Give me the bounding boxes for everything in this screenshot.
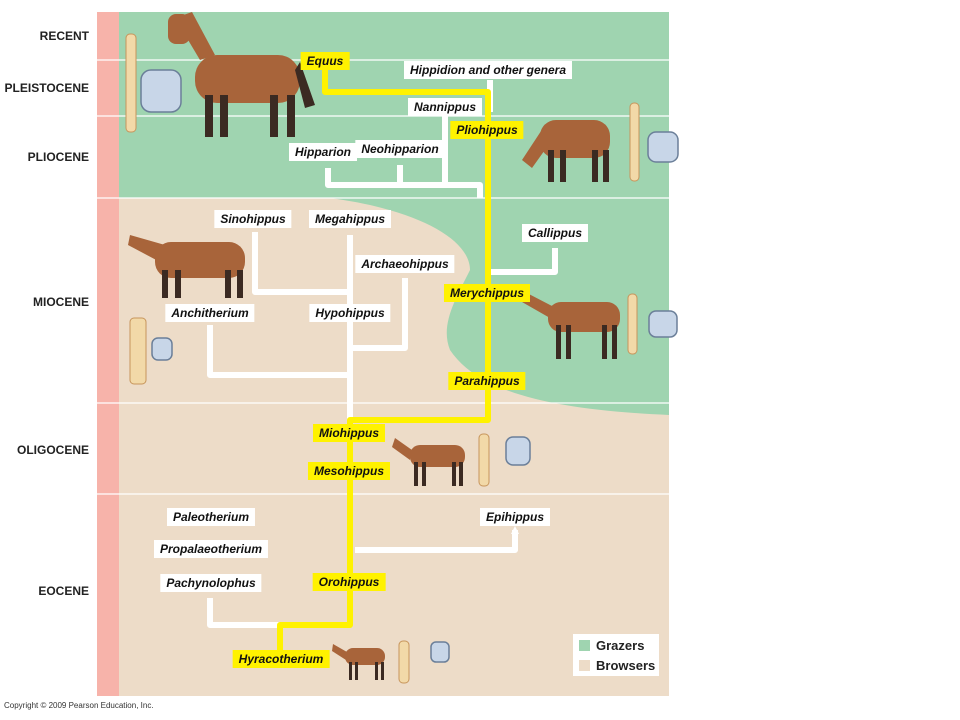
equus-horse-icon <box>168 12 315 137</box>
pliohippus-horse-icon <box>522 120 610 182</box>
main-lineage <box>277 70 491 660</box>
merychippus-tooth-icon <box>648 310 678 338</box>
grazers-zone-miocene <box>330 198 669 415</box>
foot-bone-illustrations <box>125 33 640 684</box>
genus-sinohippus: Sinohippus <box>214 210 292 228</box>
tooth-illustrations <box>140 69 679 663</box>
legend: Grazers Browsers <box>573 634 659 676</box>
legend-browsers-label: Browsers <box>596 657 656 673</box>
genus-paleotherium: Paleotherium <box>166 508 256 526</box>
hyracotherium-tooth-icon <box>430 641 450 663</box>
epoch-label-oligocene: OLIGOCENE <box>16 443 89 457</box>
genus-mesohippus: Mesohippus <box>307 462 391 480</box>
mesohippus-horse-icon <box>392 438 465 486</box>
genus-propalaeotherium: Propalaeotherium <box>153 540 269 558</box>
genus-merychippus: Merychippus <box>443 284 531 302</box>
genus-hypohippus: Hypohippus <box>309 304 391 322</box>
genus-epihippus: Epihippus <box>480 508 550 526</box>
legend-grazers: Grazers <box>579 636 659 654</box>
mesohippus-foot-icon <box>478 433 490 487</box>
epoch-label-pleistocene: PLEISTOCENE <box>4 81 89 95</box>
hyracotherium-horse-icon <box>332 644 385 680</box>
browsers-swatch <box>579 659 590 671</box>
hyracotherium-foot-icon <box>398 640 410 684</box>
epoch-label-recent: RECENT <box>39 29 89 43</box>
genus-equus: Equus <box>300 52 350 70</box>
genus-callippus: Callippus <box>521 224 589 242</box>
merychippus-horse-icon <box>522 292 620 359</box>
genus-megahippus: Megahippus <box>308 210 392 228</box>
genus-pliohippus: Pliohippus <box>450 121 524 139</box>
genus-anchitherium: Anchitherium <box>165 304 255 322</box>
legend-grazers-label: Grazers <box>596 637 645 653</box>
epoch-label-pliocene: PLIOCENE <box>27 150 89 164</box>
genus-orohippus: Orohippus <box>312 573 386 591</box>
pliohippus-foot-icon <box>629 102 640 182</box>
copyright-notice: Copyright © 2009 Pearson Education, Inc. <box>4 701 154 710</box>
grazers-swatch <box>579 639 590 651</box>
merychippus-foot-icon <box>627 293 638 355</box>
epoch-label-eocene: EOCENE <box>38 584 89 598</box>
horse-illustrations <box>128 12 620 680</box>
epoch-dividers <box>97 59 669 495</box>
epoch-label-miocene: MIOCENE <box>32 295 89 309</box>
genus-miohippus: Miohippus <box>313 424 385 442</box>
genus-parahippus: Parahippus <box>448 372 526 390</box>
genus-hyracotherium: Hyracotherium <box>232 650 330 668</box>
genus-pachynolophus: Pachynolophus <box>160 574 262 592</box>
anchitherium-foot-icon <box>129 317 147 385</box>
time-bar <box>97 12 119 696</box>
genus-hippidion: Hippidion and other genera <box>403 61 573 79</box>
genus-archaeohippus: Archaeohippus <box>355 255 455 273</box>
genus-hipparion: Hipparion <box>289 143 357 161</box>
anchitherium-tooth-icon <box>151 337 173 361</box>
equus-foot-icon <box>125 33 137 133</box>
genus-neohipparion: Neohipparion <box>355 140 445 158</box>
pliohippus-tooth-icon <box>647 131 679 163</box>
anchitherium-horse-icon <box>128 235 245 298</box>
genus-nannippus: Nannippus <box>408 98 482 116</box>
equus-tooth-icon <box>140 69 182 113</box>
mesohippus-tooth-icon <box>505 436 531 466</box>
legend-browsers: Browsers <box>579 656 659 674</box>
